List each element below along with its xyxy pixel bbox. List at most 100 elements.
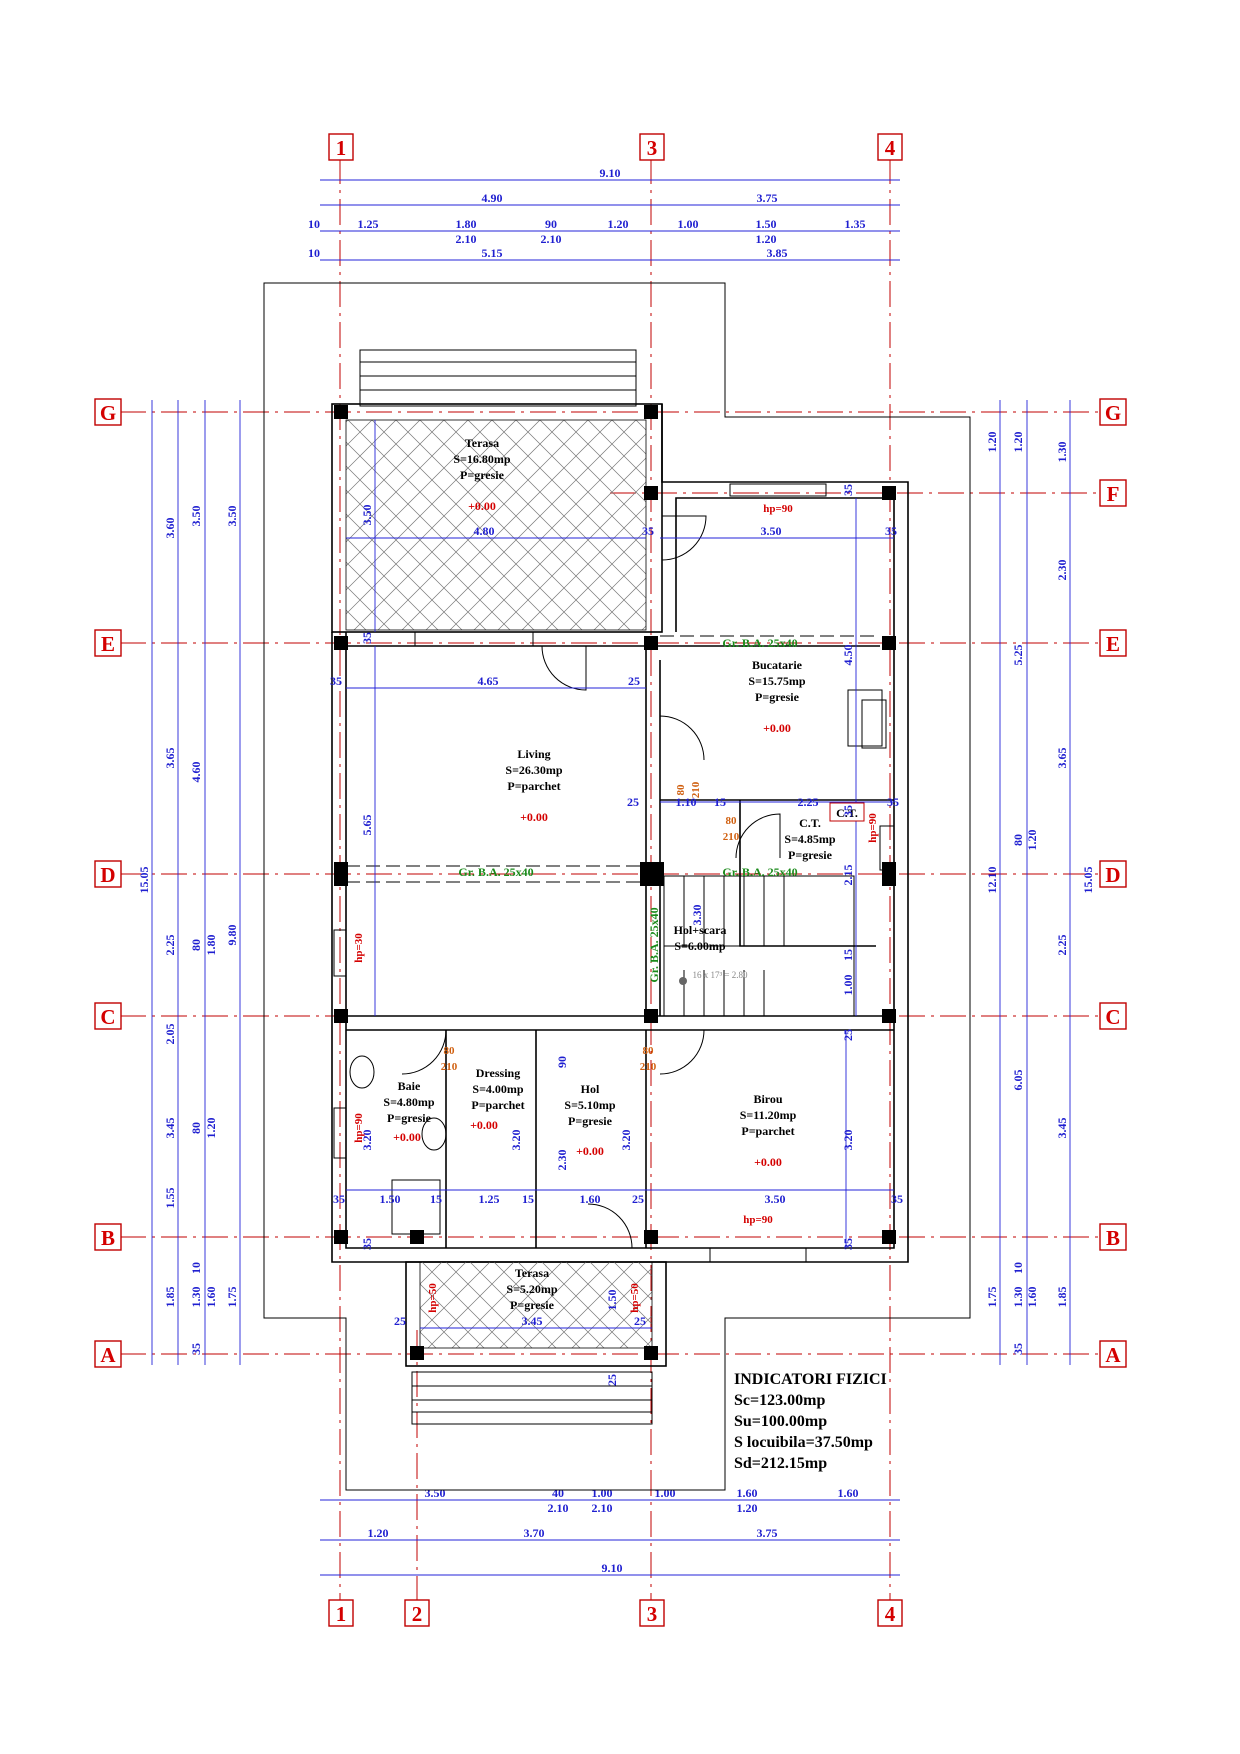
door-marks: 80 210 80 210 80 210 80 210 — [441, 781, 740, 1073]
svg-text:9.10: 9.10 — [600, 166, 621, 180]
svg-text:Terasa: Terasa — [465, 436, 499, 450]
svg-text:hp=90: hp=90 — [867, 813, 879, 843]
svg-text:INDICATORI FIZICI: INDICATORI FIZICI — [734, 1371, 887, 1388]
svg-text:P=parchet: P=parchet — [471, 1098, 524, 1112]
svg-text:1.35: 1.35 — [845, 217, 866, 231]
svg-text:S=26.30mp: S=26.30mp — [505, 763, 563, 777]
svg-text:5.65: 5.65 — [360, 815, 374, 836]
svg-text:90: 90 — [545, 217, 557, 231]
svg-text:4.50: 4.50 — [841, 645, 855, 666]
svg-text:2.25: 2.25 — [798, 795, 819, 809]
svg-text:S=6.00mp: S=6.00mp — [674, 939, 726, 953]
svg-text:3.45: 3.45 — [522, 1314, 543, 1328]
axis-bubble-bottom-2: 2 — [404, 1599, 430, 1627]
svg-text:1.20: 1.20 — [737, 1501, 758, 1515]
svg-text:3.75: 3.75 — [757, 191, 778, 205]
svg-text:1.20: 1.20 — [756, 232, 777, 246]
room-bucatarie: Bucatarie S=15.75mp P=gresie +0.00 — [748, 658, 806, 735]
axis-bubble-right-C: C — [1099, 1002, 1127, 1030]
svg-text:25: 25 — [628, 674, 640, 688]
room-ct: C.T. S=4.85mp P=gresie — [784, 816, 836, 862]
svg-text:2: 2 — [412, 1602, 423, 1626]
svg-text:P=gresie: P=gresie — [387, 1111, 432, 1125]
shower-tray — [391, 1179, 441, 1235]
svg-text:C.T.: C.T. — [799, 816, 821, 830]
svg-text:C.T.: C.T. — [836, 806, 858, 820]
svg-text:4.65: 4.65 — [478, 674, 499, 688]
room-hol: Hol S=5.10mp P=gresie +0.00 — [564, 1082, 616, 1158]
svg-text:35: 35 — [330, 674, 342, 688]
svg-text:P=parchet: P=parchet — [741, 1124, 794, 1138]
svg-text:C: C — [1105, 1005, 1120, 1029]
svg-text:80: 80 — [189, 939, 203, 951]
axis-bubble-bottom-1: 1 — [328, 1599, 354, 1627]
svg-text:1.00: 1.00 — [678, 217, 699, 231]
svg-text:1.80: 1.80 — [204, 935, 218, 956]
svg-text:3.50: 3.50 — [425, 1486, 446, 1500]
svg-text:hp=90: hp=90 — [763, 503, 793, 515]
svg-text:1.00: 1.00 — [592, 1486, 613, 1500]
svg-text:Sc=123.00mp: Sc=123.00mp — [734, 1392, 825, 1409]
svg-text:1.20: 1.20 — [1011, 432, 1025, 453]
svg-text:G: G — [1105, 401, 1121, 425]
svg-text:+0.00: +0.00 — [470, 1118, 498, 1132]
svg-text:Terasa: Terasa — [515, 1266, 549, 1280]
axis-bubble-top-1: 1 — [328, 133, 354, 161]
inner-dimensions: 4.80 3.50 35 35 3.50 4.65 35 25 5.65 35 … — [330, 420, 903, 1386]
beam-label-kitchen: Gr. B.A. 25x40 — [722, 636, 797, 650]
svg-text:4.90: 4.90 — [482, 191, 503, 205]
svg-text:35: 35 — [1011, 1343, 1025, 1355]
svg-text:80: 80 — [726, 815, 738, 827]
svg-text:3: 3 — [647, 1602, 658, 1626]
svg-text:P=gresie: P=gresie — [510, 1298, 555, 1312]
svg-text:S=16.80mp: S=16.80mp — [453, 452, 511, 466]
svg-text:10: 10 — [1011, 1262, 1025, 1274]
svg-text:1: 1 — [336, 136, 347, 160]
svg-text:3.50: 3.50 — [761, 524, 782, 538]
svg-text:1.20: 1.20 — [204, 1118, 218, 1139]
svg-text:1.85: 1.85 — [1055, 1287, 1069, 1308]
svg-text:B: B — [1106, 1226, 1120, 1250]
svg-text:1.50: 1.50 — [605, 1290, 619, 1311]
svg-text:6.05: 6.05 — [1011, 1070, 1025, 1091]
toilet — [421, 1117, 447, 1151]
axis-bubble-right-D: D — [1099, 860, 1127, 888]
svg-text:35: 35 — [642, 524, 654, 538]
axis-bubble-left-D: D — [94, 860, 122, 888]
svg-text:hp=50: hp=50 — [427, 1283, 439, 1313]
svg-text:F: F — [1107, 482, 1120, 506]
svg-text:1.25: 1.25 — [358, 217, 379, 231]
svg-text:25: 25 — [605, 1374, 619, 1386]
svg-text:Hol: Hol — [581, 1082, 600, 1096]
svg-text:S=11.20mp: S=11.20mp — [740, 1108, 797, 1122]
washbasin — [349, 1055, 375, 1089]
axis-bubble-left-A: A — [94, 1340, 122, 1368]
svg-text:S=5.20mp: S=5.20mp — [506, 1282, 558, 1296]
svg-text:1.20: 1.20 — [608, 217, 629, 231]
svg-text:3.20: 3.20 — [619, 1130, 633, 1151]
svg-text:2.25: 2.25 — [163, 935, 177, 956]
svg-text:S locuibila=37.50mp: S locuibila=37.50mp — [734, 1434, 873, 1451]
svg-text:90: 90 — [555, 1056, 569, 1068]
svg-text:80: 80 — [643, 1045, 655, 1057]
beam-label-living: Gr. B.A. 25x40 — [458, 865, 533, 879]
svg-text:15.05: 15.05 — [137, 867, 151, 894]
svg-text:35: 35 — [333, 1192, 345, 1206]
svg-text:1.30: 1.30 — [1011, 1287, 1025, 1308]
svg-text:3.60: 3.60 — [163, 518, 177, 539]
terrace-bottom-tiles — [419, 1261, 653, 1349]
axis-bubble-right-G: G — [1099, 398, 1127, 426]
svg-text:1.00: 1.00 — [841, 975, 855, 996]
svg-text:D: D — [100, 863, 115, 887]
svg-text:35: 35 — [360, 632, 374, 644]
svg-text:1.55: 1.55 — [163, 1188, 177, 1209]
room-terasa-top: Terasa S=16.80mp P=gresie +0.00 — [453, 436, 511, 513]
svg-text:hp=90: hp=90 — [353, 1113, 365, 1143]
svg-text:25: 25 — [394, 1314, 406, 1328]
axis-bubble-left-G: G — [94, 398, 122, 426]
svg-text:E: E — [101, 632, 115, 656]
svg-text:1.30: 1.30 — [1055, 442, 1069, 463]
svg-text:P=gresie: P=gresie — [568, 1114, 613, 1128]
fixtures — [349, 689, 883, 1235]
svg-text:3.20: 3.20 — [509, 1130, 523, 1151]
